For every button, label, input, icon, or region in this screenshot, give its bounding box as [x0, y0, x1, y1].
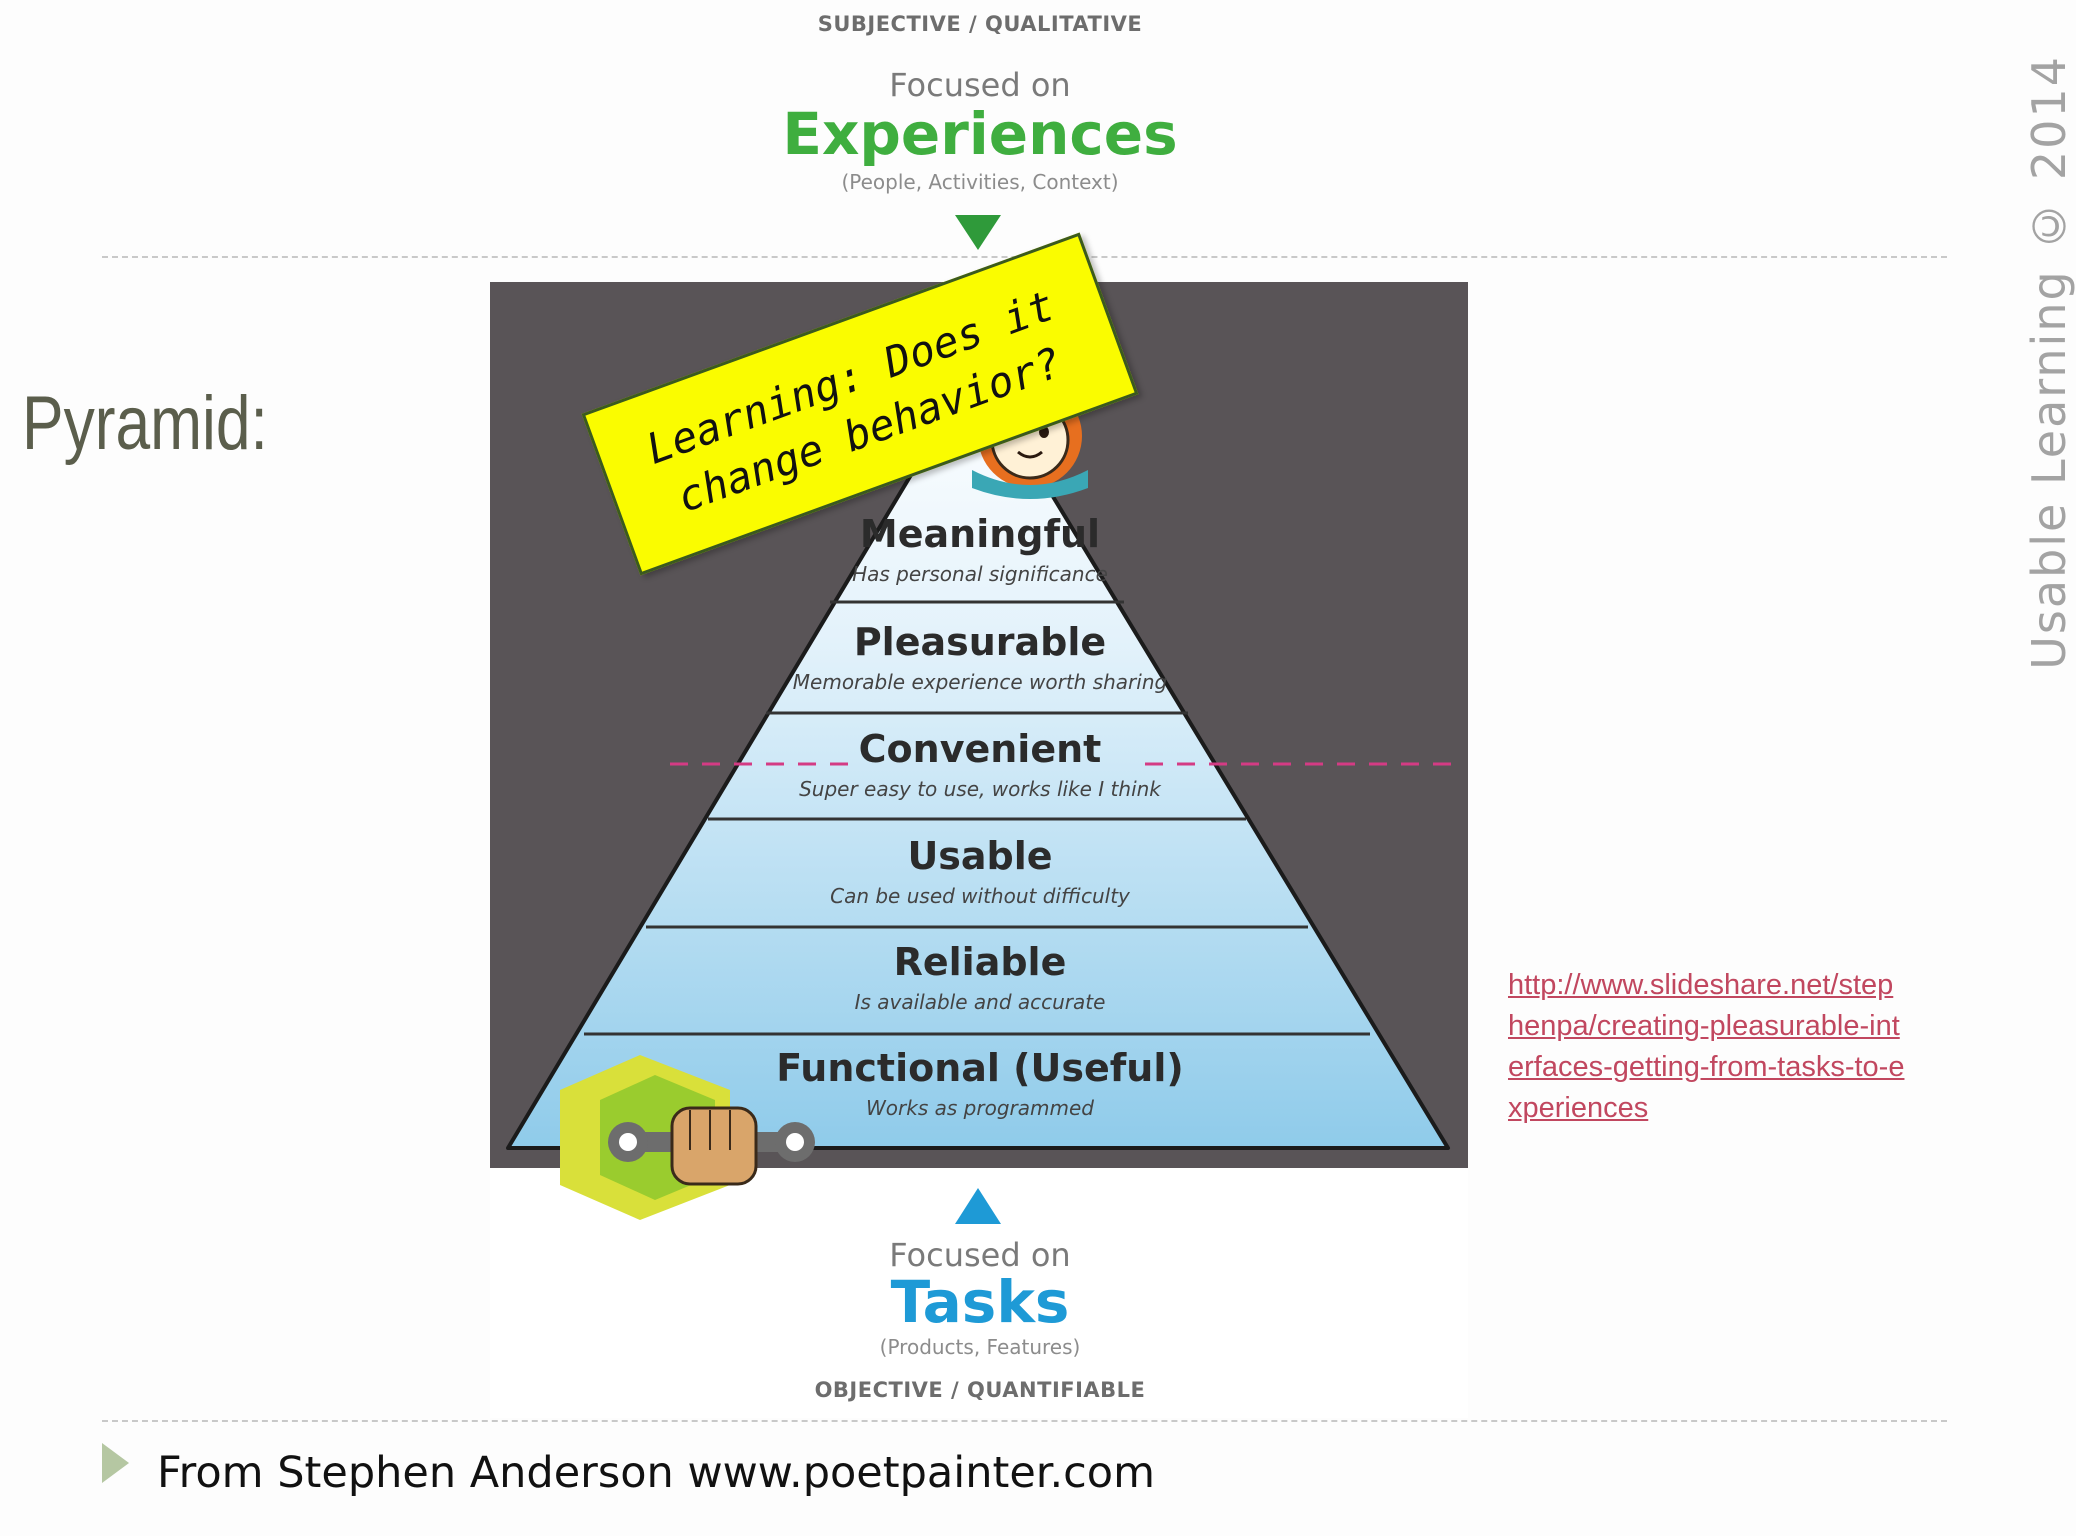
level-meaningful-title: Meaningful [859, 512, 1101, 556]
slide-title: Pyramid: [22, 381, 268, 466]
top-axis-label: SUBJECTIVE / QUALITATIVE [817, 12, 1143, 36]
tasks-subtitle: (Products, Features) [879, 1335, 1081, 1359]
top-focus-caption: Focused on [889, 66, 1071, 104]
level-reliable-desc: Is available and accurate [854, 990, 1106, 1014]
wrench-fist-icon [560, 1055, 815, 1220]
source-link[interactable]: http://www.slideshare.net/stephenpa/crea… [1508, 969, 1905, 1124]
bottom-focus-caption: Focused on [889, 1236, 1071, 1274]
level-convenient-title: Convenient [858, 727, 1102, 771]
level-pleasurable-title: Pleasurable [853, 620, 1107, 664]
up-arrow-icon [955, 1188, 1001, 1224]
level-pleasurable-desc: Memorable experience worth sharing [792, 670, 1168, 694]
level-usable-title: Usable [907, 834, 1053, 878]
level-functional-desc: Works as programmed [866, 1096, 1094, 1120]
bullet-arrow-icon [102, 1443, 129, 1483]
down-arrow-icon [955, 215, 1001, 250]
bottom-axis-label: OBJECTIVE / QUANTIFIABLE [814, 1378, 1146, 1402]
tasks-heading: Tasks [890, 1268, 1070, 1336]
level-usable-desc: Can be used without difficulty [830, 884, 1130, 908]
attribution-text: From Stephen Anderson www.poetpainter.co… [157, 1448, 1156, 1498]
pyramid-shape [506, 366, 1450, 1150]
level-convenient-desc: Super easy to use, works like I think [799, 777, 1161, 801]
experiences-heading: Experiences [782, 100, 1178, 168]
level-functional-title: Functional (Useful) [776, 1046, 1184, 1090]
experiences-subtitle: (People, Activities, Context) [841, 170, 1119, 194]
level-meaningful-desc: Has personal significance [852, 562, 1108, 586]
level-reliable-title: Reliable [893, 940, 1067, 984]
bottom-divider [102, 1420, 1947, 1422]
